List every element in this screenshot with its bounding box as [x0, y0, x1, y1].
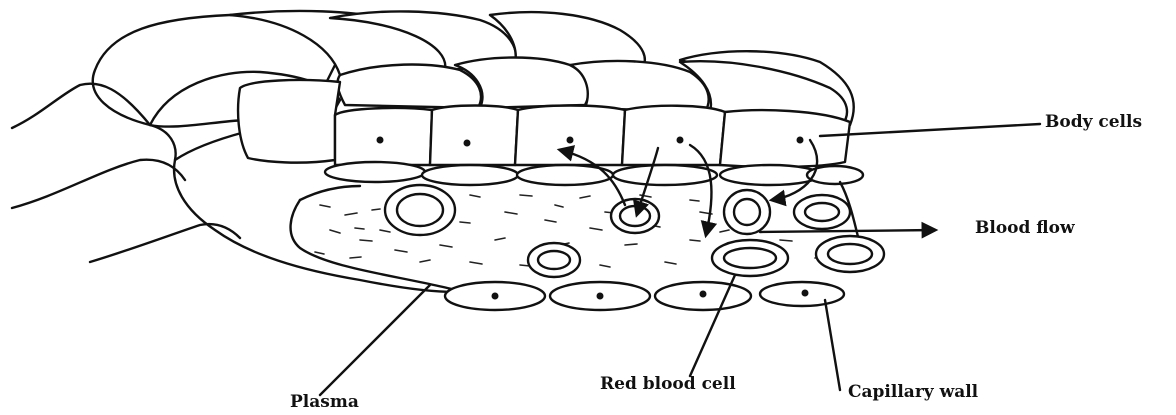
label-plasma: Plasma [290, 392, 359, 412]
rbc-3 [724, 190, 770, 234]
rbc-6 [712, 240, 788, 276]
rbc-5 [528, 243, 580, 277]
label-blood-flow: Blood flow [975, 218, 1075, 238]
rbc-4 [794, 195, 850, 229]
lower-capillary-wall [445, 282, 844, 310]
body-cells-leader [820, 124, 1040, 136]
rbc-1 [385, 185, 455, 235]
blood-flow-arrow [760, 230, 935, 232]
plasma-region [291, 182, 860, 290]
plasma-leader [320, 285, 430, 395]
rbc-7 [816, 236, 884, 272]
capillary-wall-leader [825, 300, 840, 390]
rbc-2 [611, 199, 659, 233]
label-capillary-wall: Capillary wall [848, 382, 978, 402]
label-body-cells: Body cells [1045, 112, 1142, 132]
label-red-blood-cell: Red blood cell [600, 374, 736, 394]
